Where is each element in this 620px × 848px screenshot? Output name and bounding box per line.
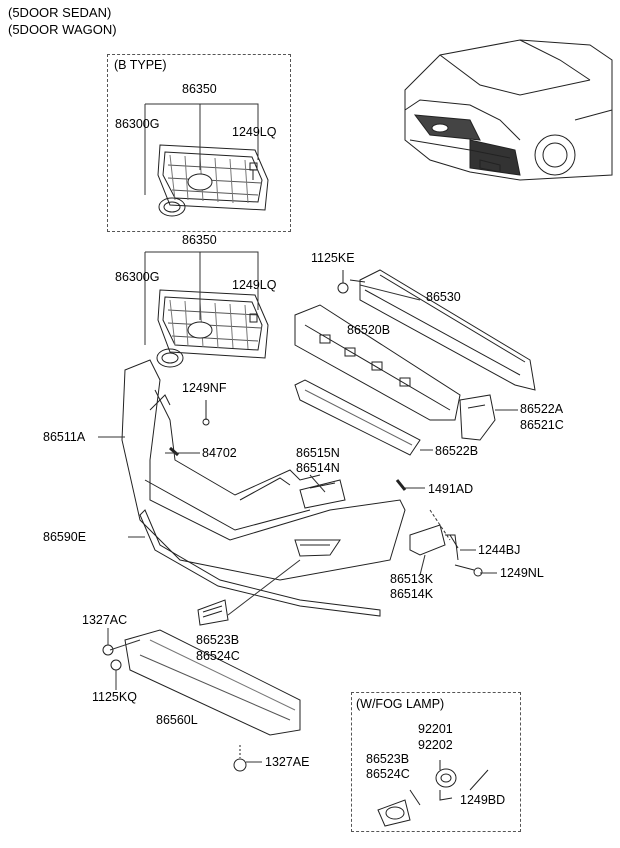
label-86520b: 86520B xyxy=(347,323,391,337)
fog-label-86523b: 86523B xyxy=(366,752,410,766)
label-86530: 86530 xyxy=(426,290,461,304)
label-1125kq: 1125KQ xyxy=(92,690,137,704)
label-86522b: 86522B xyxy=(435,444,479,458)
b-type-box xyxy=(107,54,291,232)
fog-label-92201: 92201 xyxy=(418,722,453,736)
label-86514k: 86514K xyxy=(390,587,434,601)
vehicle-thumbnail xyxy=(404,39,613,181)
label-1327ac: 1327AC xyxy=(82,613,128,627)
label-86590e: 86590E xyxy=(43,530,87,544)
fog-lamp-box xyxy=(351,692,521,832)
label-86513k: 86513K xyxy=(390,572,434,586)
vehicle-variant-sedan: (5DOOR SEDAN) xyxy=(8,5,112,20)
label-86511a: 86511A xyxy=(43,430,86,444)
btype-label-86350: 86350 xyxy=(182,82,217,96)
label-86514n: 86514N xyxy=(296,461,340,475)
side-mount xyxy=(409,524,459,561)
label-1249lq: 1249LQ xyxy=(232,278,277,292)
fog-lamp-title: (W/FOG LAMP) xyxy=(356,697,445,711)
vehicle-variant-wagon: (5DOOR WAGON) xyxy=(8,22,117,37)
label-84702: 84702 xyxy=(202,446,237,460)
fog-label-92202: 92202 xyxy=(418,738,453,752)
bumper-beam xyxy=(337,269,536,391)
grille-main xyxy=(156,289,269,368)
grille-btype xyxy=(157,144,269,217)
label-1125ke: 1125KE xyxy=(311,251,355,265)
side-bracket xyxy=(459,394,496,441)
fog-cover xyxy=(197,599,229,626)
label-86560l: 86560L xyxy=(156,713,198,727)
label-1327ae: 1327AE xyxy=(265,755,310,769)
label-1491ad: 1491AD xyxy=(428,482,474,496)
lower-lip-strip xyxy=(139,509,381,617)
b-type-title: (B TYPE) xyxy=(114,58,167,72)
label-86515n: 86515N xyxy=(296,446,340,460)
bumper-cover xyxy=(121,359,406,581)
fog-label-86524c: 86524C xyxy=(366,767,410,781)
label-86524c: 86524C xyxy=(196,649,240,663)
leader-lines xyxy=(98,436,497,763)
under-cover xyxy=(124,629,301,736)
energy-absorber xyxy=(294,304,461,421)
fog-label-1249bd: 1249BD xyxy=(460,793,506,807)
label-1244bj: 1244BJ xyxy=(478,543,521,557)
label-86350: 86350 xyxy=(182,233,217,247)
label-86523b: 86523B xyxy=(196,633,240,647)
label-1249nf: 1249NF xyxy=(182,381,227,395)
label-86521c: 86521C xyxy=(520,418,564,432)
center-bracket xyxy=(299,479,346,509)
label-86522a: 86522A xyxy=(520,402,564,416)
label-1249nl: 1249NL xyxy=(500,566,544,580)
btype-label-1249lq: 1249LQ xyxy=(232,125,277,139)
absorber-lower xyxy=(294,379,421,456)
btype-label-86300g: 86300G xyxy=(115,117,160,131)
fasteners xyxy=(102,400,483,772)
label-86300g: 86300G xyxy=(115,270,160,284)
fog-lamp-art xyxy=(377,760,489,827)
